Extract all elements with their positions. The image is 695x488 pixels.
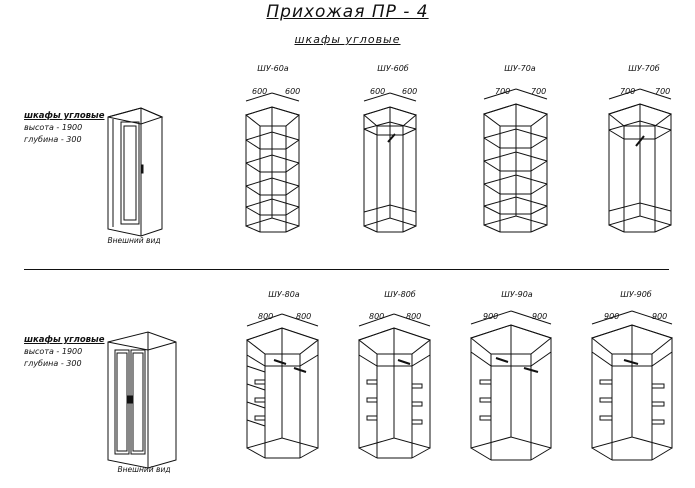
external-view-label-2: Внешний вид — [117, 465, 171, 474]
spec-heading: шкафы угловые — [24, 335, 105, 345]
cabinet-drawing-shu90a — [471, 311, 551, 460]
external-view-single-door — [108, 108, 162, 236]
dim-left: 600 — [370, 87, 386, 96]
dim-right: 900 — [652, 312, 668, 321]
dim-right: 700 — [531, 87, 547, 96]
dim-right: 900 — [532, 312, 548, 321]
cabinet-drawing-shu70b — [609, 89, 671, 232]
dim-left: 600 — [252, 87, 268, 96]
cabinet-drawing-shu60a — [246, 93, 299, 232]
dim-left: 800 — [258, 312, 274, 321]
unit-code-shu70b: ШУ-70б — [628, 64, 660, 73]
unit-code-shu80b: ШУ-80б — [384, 290, 416, 299]
dim-left: 700 — [620, 87, 636, 96]
spec-depth: глубина - 300 — [24, 359, 82, 368]
spec-height: высота - 1900 — [24, 347, 83, 356]
dim-left: 900 — [604, 312, 620, 321]
dim-right: 800 — [296, 312, 312, 321]
section-divider — [24, 269, 669, 270]
unit-code-shu60a: ШУ-60а — [257, 64, 289, 73]
dim-left: 800 — [369, 312, 385, 321]
external-view-double-door — [108, 332, 176, 468]
unit-code-shu90b: ШУ-90б — [620, 290, 652, 299]
dim-right: 600 — [285, 87, 301, 96]
cabinet-drawing-shu70a — [484, 89, 547, 232]
external-view-label-1: Внешний вид — [107, 236, 161, 245]
spec-block-2: шкафы угловые высота - 1900 глубина - 30… — [24, 334, 105, 370]
dim-right: 700 — [655, 87, 671, 96]
unit-code-shu80a: ШУ-80а — [268, 290, 300, 299]
spec-height: высота - 1900 — [24, 123, 83, 132]
unit-code-shu90a: ШУ-90а — [501, 290, 533, 299]
dim-right: 800 — [406, 312, 422, 321]
page-subtitle: шкафы угловые — [294, 33, 401, 46]
cabinet-drawing-shu80a — [247, 314, 318, 458]
spec-heading: шкафы угловые — [24, 111, 105, 121]
page-title: Прихожая ПР - 4 — [266, 2, 429, 22]
cabinet-drawing-shu60b — [364, 93, 416, 232]
dim-right: 600 — [402, 87, 418, 96]
dim-left: 900 — [483, 312, 499, 321]
spec-block-1: шкафы угловые высота - 1900 глубина - 30… — [24, 110, 105, 146]
unit-code-shu60b: ШУ-60б — [377, 64, 409, 73]
spec-depth: глубина - 300 — [24, 135, 82, 144]
cabinet-drawing-shu90b — [592, 311, 672, 460]
unit-code-shu70a: ШУ-70а — [504, 64, 536, 73]
dim-left: 700 — [495, 87, 511, 96]
cabinet-drawing-shu80b — [359, 314, 430, 458]
